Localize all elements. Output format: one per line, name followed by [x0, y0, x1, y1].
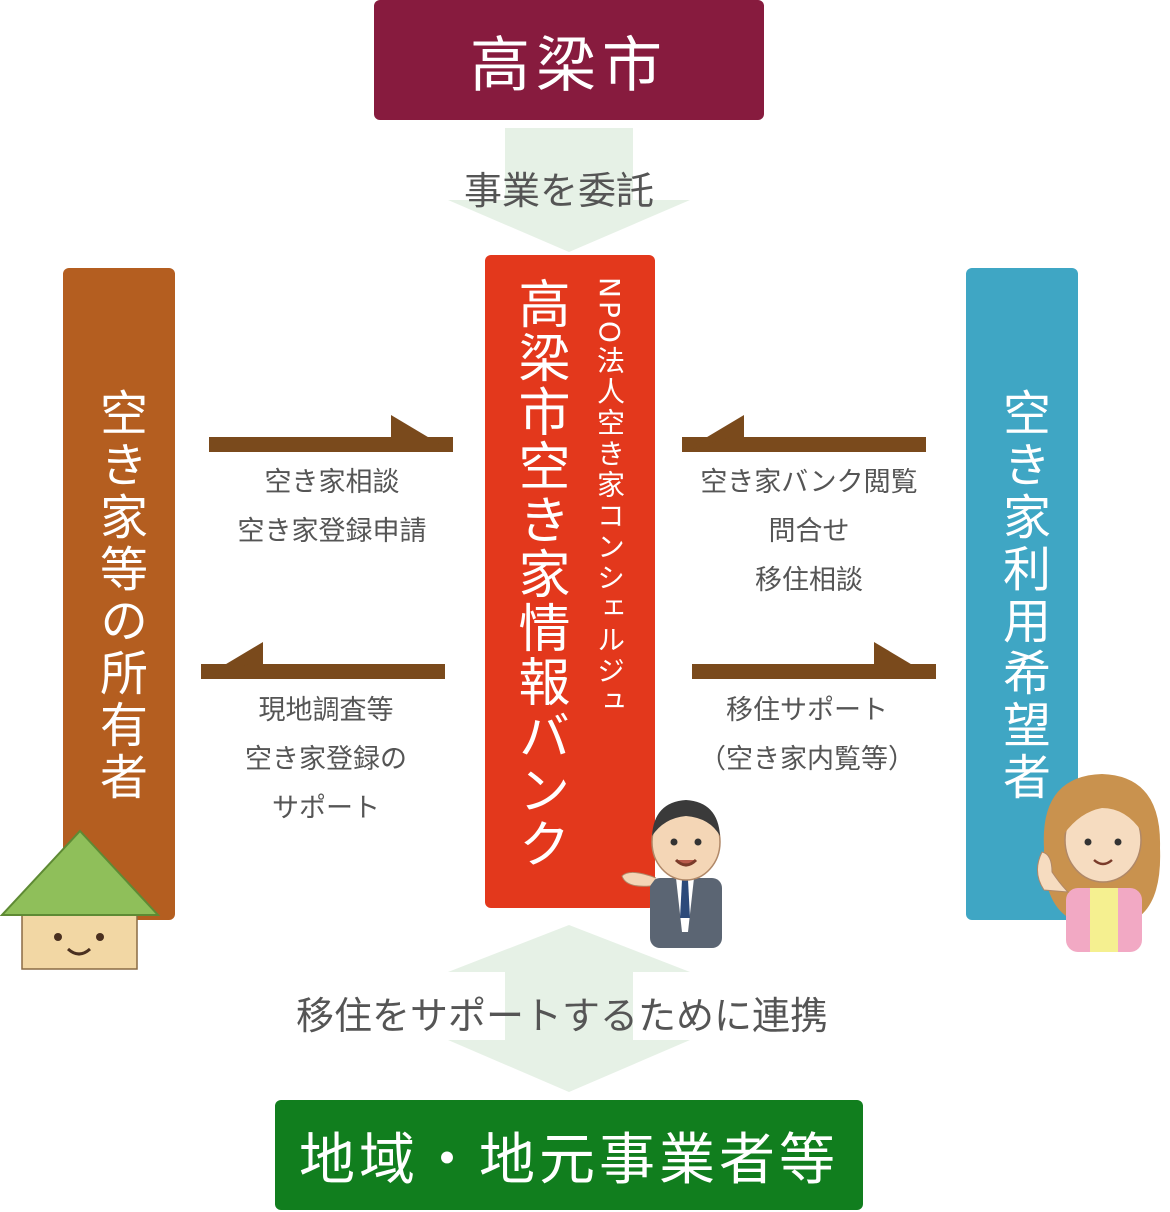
bank-to-owner-line: 空き家登録の: [245, 744, 407, 775]
local-business-box: 地域・地元事業者等: [275, 1100, 863, 1210]
arrow-owner-to-bank-head: [391, 415, 453, 452]
arrow-bank-to-owner: [201, 664, 445, 679]
staff-man-icon: [621, 800, 722, 948]
owner-box: 空き家等の所有者: [63, 268, 175, 920]
owner-to-bank-line: 空き家登録申請: [237, 516, 427, 547]
bank-to-owner-label: 現地調査等 空き家登録の サポート: [206, 686, 446, 833]
user-to-bank-line: 問合せ: [768, 516, 850, 547]
akiya-bank-title: 高梁市空き家情報バンク: [509, 277, 569, 871]
arrow-bank-to-owner-head: [201, 642, 263, 679]
owner-to-bank-line: 空き家相談: [264, 467, 400, 498]
user-to-bank-line: 空き家バンク閲覧: [700, 467, 918, 498]
bank-to-owner-line: サポート: [272, 793, 380, 824]
arrow-user-to-bank-head: [682, 415, 744, 452]
arrow-bank-to-user: [692, 664, 936, 679]
arrow-owner-to-bank: [209, 437, 453, 452]
akiya-bank-subtitle: NPO法人空き家コンシェルジュ: [593, 277, 626, 718]
user-to-bank-label: 空き家バンク閲覧 問合せ 移住相談: [680, 458, 938, 605]
delegation-flow-arrow: [448, 128, 690, 252]
bank-to-owner-line: 現地調査等: [258, 695, 394, 726]
city-box: 高梁市: [374, 0, 764, 120]
akiya-bank-box: 高梁市空き家情報バンク NPO法人空き家コンシェルジュ: [485, 255, 655, 908]
user-to-bank-line: 移住相談: [755, 565, 863, 596]
cooperation-label: 移住をサポートするために連携: [296, 994, 829, 1038]
bank-to-user-label: 移住サポート （空き家内覧等）: [684, 686, 930, 784]
city-box-label: 高梁市: [470, 30, 668, 101]
owner-box-label: 空き家等の所有者: [91, 388, 147, 804]
owner-to-bank-label: 空き家相談 空き家登録申請: [212, 458, 452, 556]
bank-to-user-line: 移住サポート: [726, 695, 888, 726]
user-box-label: 空き家利用希望者: [994, 388, 1050, 804]
arrow-user-to-bank: [682, 437, 926, 452]
cooperation-flow-arrow: [448, 925, 690, 1092]
local-business-box-label: 地域・地元事業者等: [299, 1127, 839, 1193]
bank-to-user-line: （空き家内覧等）: [699, 744, 915, 775]
delegation-label: 事業を委託: [464, 169, 655, 213]
arrow-bank-to-user-head: [874, 642, 936, 679]
house-mascot-icon: [0, 829, 161, 970]
user-woman-icon: [1037, 774, 1161, 952]
